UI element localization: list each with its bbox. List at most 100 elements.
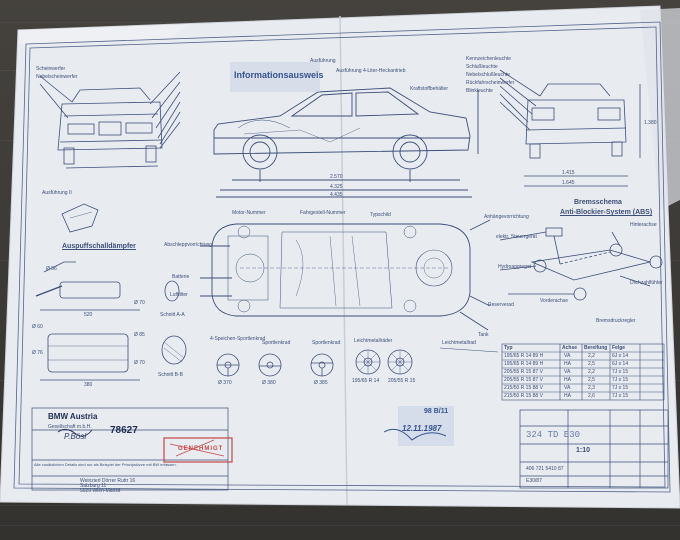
- rear-label-3: Nebelschlußleuchte: [466, 72, 510, 78]
- plan-label-chassis: Fahrgestell-Nummer: [300, 210, 346, 216]
- dim-height: 1.380: [644, 120, 657, 126]
- abs-title: Bremsschema: [574, 199, 622, 206]
- wheels-row: [216, 347, 499, 377]
- stamp-date: 12.11.1987: [402, 424, 442, 433]
- wheel-label-4: Leichtmetallräder: [354, 338, 393, 344]
- dim-length-2: 4.435: [330, 192, 343, 198]
- spec-row-4-rim: 7J x 15: [612, 377, 629, 383]
- rear-label-4: Rückfahrscheinwerfer: [466, 80, 515, 86]
- address-1: Weinzierl Dörrer Ruttr 16: [80, 478, 136, 484]
- info-stamp-area: [230, 62, 320, 92]
- rear-label-5: Blinkleuchte: [466, 88, 493, 94]
- rear-view: [499, 69, 641, 187]
- spec-row-4-axle: HA: [564, 377, 571, 383]
- wheel-label-3: Sportlenkrad: [312, 340, 341, 346]
- wheel-label-5: Leichtmetallrad: [442, 340, 476, 346]
- side-view: [213, 87, 479, 198]
- spec-header-1: Typ: [504, 345, 513, 351]
- scale: 1:10: [576, 447, 591, 454]
- company-name: BMW Austria: [48, 412, 98, 421]
- drawing-number: 78627: [110, 425, 138, 436]
- wheel-label-2: Sportlenkrad: [262, 340, 291, 346]
- dim-rear-track: 1.415: [562, 170, 575, 176]
- spec-row-2-axle: HA: [564, 361, 571, 367]
- title-block-grid: [31, 407, 669, 491]
- blue-stamp-area: [398, 406, 454, 446]
- section-dim-4: Ø 70: [134, 300, 145, 306]
- spec-row-1-rim: 6J x 14: [612, 353, 629, 359]
- rear-label-2: Schlußleuchte: [466, 64, 498, 70]
- wheel-label-1: 4-Speichen-Sportlenkrad: [210, 336, 266, 342]
- section-dim-8: Ø 85: [134, 332, 145, 338]
- wheel-size-4: 195/65 R 14: [352, 378, 380, 384]
- section-ausfuehrung-ii: Ausführung II: [42, 190, 72, 196]
- section-b-b: Schnitt B-B: [158, 372, 184, 378]
- abs-label-2: Hydroaggregat: [498, 264, 532, 270]
- plan-view: [200, 219, 491, 331]
- rear-label-1: Kennzeichenleuchte: [466, 56, 512, 62]
- abs-label-3: Vorderachse: [540, 298, 569, 304]
- section-dim-3: Ø 76: [32, 350, 43, 356]
- spec-header-3: Bereifung: [584, 345, 608, 351]
- spec-header-2: Achse: [562, 345, 578, 351]
- wheel-size-3: Ø 385: [314, 380, 328, 386]
- spec-row-2-pressure: 2,5: [588, 361, 595, 367]
- address-3: 5020 Wien-Mansit: [80, 488, 121, 494]
- doc-number: 406 721 5410 87: [526, 466, 564, 472]
- wheel-size-1: Ø 370: [218, 380, 232, 386]
- header-center-label: Ausführung: [310, 58, 336, 64]
- spec-row-5-rim: 7J x 15: [612, 385, 629, 391]
- spec-header-4: Felge: [612, 345, 626, 351]
- dim-width-rear: 1.645: [562, 180, 575, 186]
- abs-schematic: [499, 227, 663, 301]
- part-number: 324 TD E30: [526, 430, 581, 440]
- wheel-size-5: 205/55 R 15: [388, 378, 416, 384]
- spec-row-1-pressure: 2,2: [588, 353, 595, 359]
- dim-length: 4.325: [330, 184, 343, 190]
- doc-sub: E30/87: [526, 478, 542, 484]
- spec-row-6-pressure: 2,6: [588, 393, 595, 399]
- side-label-2: Kraftstoffbehälter: [410, 86, 448, 92]
- red-stamp-frame: [163, 437, 233, 463]
- spec-row-1-axle: VA: [564, 353, 571, 359]
- section-dim-7: Ø 70: [134, 360, 145, 366]
- company-sub: Gesellschaft m.b.H.: [48, 424, 92, 430]
- plan-label-right-1: Anhängevorrichtung: [484, 214, 529, 220]
- abs-label-5: Drehzahlfühler: [630, 280, 663, 286]
- spec-row-1-type: 195/65 R 14 89 H: [504, 353, 544, 359]
- plan-label-right-2: Reserverad: [488, 302, 514, 308]
- info-stamp-text: Informationsausweis: [234, 70, 324, 80]
- plan-label-typschild: Typschild: [370, 212, 391, 218]
- disclaimer: Alle zusätzlichen Details sind nur als B…: [34, 462, 177, 467]
- spec-row-6-type: 215/50 R 15 88 V: [504, 393, 543, 399]
- abs-subtitle: Anti-Blockier-System (ABS): [560, 209, 653, 216]
- section-auspuff-title: Auspuffschalldämpfer: [62, 243, 136, 250]
- plan-label-right-3: Tank: [478, 332, 489, 338]
- spec-table-grid: [501, 343, 665, 401]
- front-view: [39, 71, 181, 169]
- spec-row-2-type: 195/65 R 14 89 H: [504, 361, 544, 367]
- section-dim-1: Ø 56: [46, 266, 57, 272]
- dim-wheelbase: 2.570: [330, 174, 343, 180]
- side-label-1: Ausführung 4-Liter-Heckantrieb: [336, 68, 406, 74]
- front-label-2: Nebelscheinwerfer: [36, 74, 78, 80]
- front-label-1: Scheinwerfer: [36, 66, 66, 72]
- spec-row-5-type: 215/50 R 15 88 V: [504, 385, 543, 391]
- red-stamp-text: GENEHMIGT: [178, 446, 224, 452]
- plan-label-motor: Motor-Nummer: [232, 210, 266, 216]
- abs-label-6: Bremsdruckregler: [596, 318, 636, 324]
- address-2: Salzburg 11: [80, 483, 107, 489]
- plan-label-left-2: Batterie: [172, 274, 190, 280]
- abs-label-1: elektr. Steuergerät: [496, 234, 537, 240]
- section-dim-2: Ø 60: [32, 324, 43, 330]
- spec-row-2-rim: 6J x 14: [612, 361, 629, 367]
- plan-label-left-3: Luftfilter: [170, 292, 188, 298]
- spec-row-3-pressure: 2,2: [588, 369, 595, 375]
- spec-row-3-axle: VA: [564, 369, 571, 375]
- section-details: [35, 203, 187, 381]
- signature: P.Bösl: [64, 432, 87, 441]
- stamp-code: 98 B/11: [424, 408, 449, 415]
- spec-row-6-axle: HA: [564, 393, 571, 399]
